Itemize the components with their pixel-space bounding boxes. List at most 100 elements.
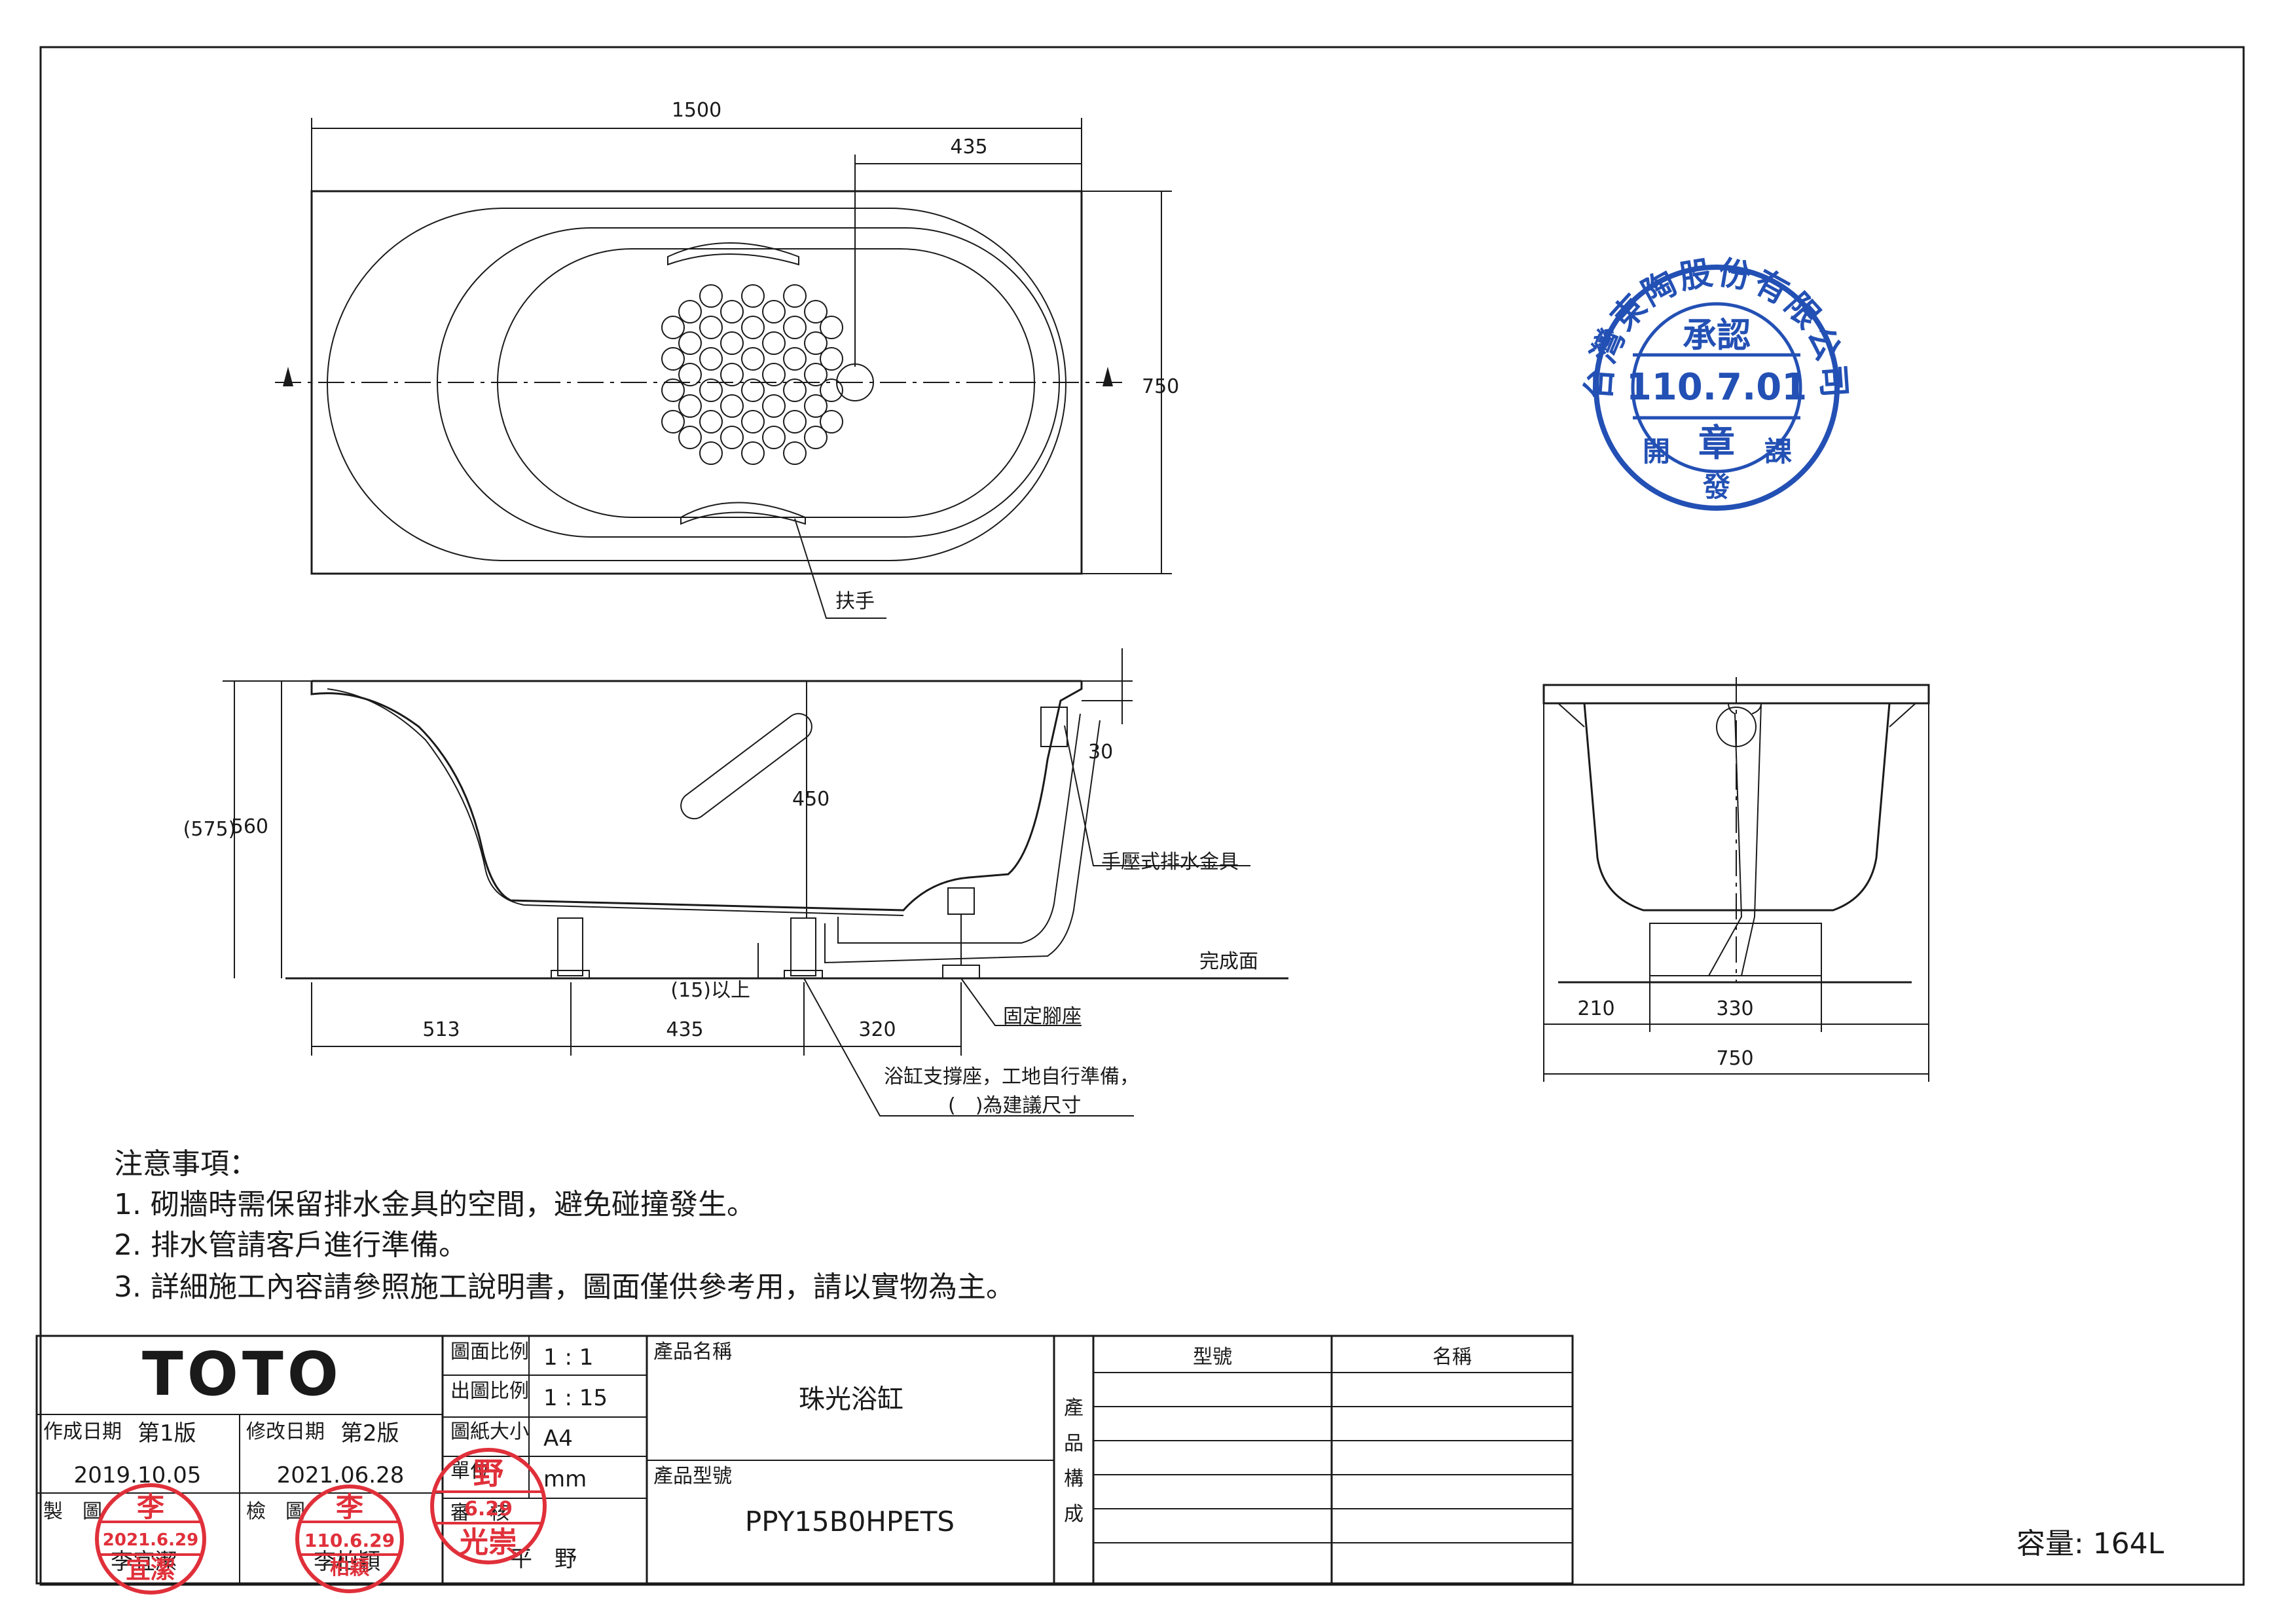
dim-side-seg-c: 320 xyxy=(858,1018,896,1041)
anti-slip-dot xyxy=(783,347,807,371)
capacity: 容量: 164L xyxy=(2016,1527,2164,1560)
anti-slip-dot xyxy=(804,331,828,355)
side-leg-left xyxy=(557,917,583,976)
notes: 注意事項： 1. 砌牆時需保留排水金具的空間，避免碰撞發生。 2. 排水管請客戶… xyxy=(114,1147,1015,1304)
unit-label: 單位 xyxy=(450,1460,490,1483)
approved-stamp-name-2: 光崇 xyxy=(460,1526,517,1559)
notes-title: 注意事項： xyxy=(114,1147,258,1181)
anti-slip-dot xyxy=(762,331,786,355)
print-scale-value: 1 : 15 xyxy=(543,1385,608,1411)
anti-slip-dot xyxy=(741,316,765,339)
dim-side-seg-a: 513 xyxy=(422,1018,460,1041)
anti-slip-dot xyxy=(741,284,765,308)
anti-slip-dot xyxy=(720,426,744,449)
note-1: 1. 砌牆時需保留排水金具的空間，避免碰撞發生。 xyxy=(114,1188,756,1221)
anti-slip-dot xyxy=(720,363,744,386)
top-basin-outer xyxy=(437,227,1060,538)
end-support xyxy=(1649,923,1822,976)
side-drain-pipe xyxy=(837,713,1081,944)
anti-slip-dot xyxy=(783,284,807,308)
drawn-by: 李宜潔 xyxy=(111,1549,177,1575)
composition-char-3: 構 xyxy=(1064,1467,1084,1490)
anti-slip-dot xyxy=(661,347,685,371)
approval-stamp: 台灣東陶股份有限公司 承認 110.7.01 章 開 發 課 xyxy=(1580,253,1851,511)
drawn-stamp-name-2: 宜潔 xyxy=(126,1555,175,1584)
anti-slip-dot xyxy=(678,394,702,418)
sheet-border xyxy=(39,46,2245,1586)
anti-slip-pattern xyxy=(661,284,843,465)
stamp-date: 110.7.01 xyxy=(1626,366,1807,409)
checked-stamp-name: 李 xyxy=(336,1491,363,1523)
anti-slip-dot xyxy=(720,331,744,355)
side-handle xyxy=(680,712,812,820)
drawn-stamp-date: 2021.6.29 xyxy=(103,1530,198,1550)
dim-top-length: 1500 xyxy=(672,99,721,122)
composition-char-1: 產 xyxy=(1064,1397,1084,1420)
composition-char-2: 品 xyxy=(1064,1432,1084,1455)
dim-top-width: 750 xyxy=(1142,375,1179,398)
stamp-seal: 章 xyxy=(1698,422,1735,465)
end-view: 210 330 750 xyxy=(1542,677,1930,1082)
dim-side-depth: 450 xyxy=(792,788,829,811)
anti-slip-dot xyxy=(699,284,723,308)
anti-slip-dot xyxy=(699,347,723,371)
label-drain: 手壓式排水金具 xyxy=(1101,851,1239,874)
anti-slip-dot xyxy=(661,410,685,434)
anti-slip-dot xyxy=(678,426,702,449)
revised-version: 第2版 xyxy=(340,1420,399,1447)
drain-leader xyxy=(1064,725,1250,866)
anti-slip-dot xyxy=(741,378,765,402)
stamp-title: 承認 xyxy=(1683,316,1751,356)
approved-by: 平 野 xyxy=(510,1546,577,1572)
note-2: 2. 排水管請客戶進行準備。 xyxy=(114,1228,467,1262)
approved-stamp-name-1: 野 xyxy=(473,1456,503,1491)
anti-slip-dot xyxy=(741,441,765,465)
support-leader xyxy=(803,978,1134,1116)
checked-stamp-sub: 柏穎 xyxy=(330,1557,370,1579)
side-view: 完成面 (575) 560 450 30 (15)以上 xyxy=(183,648,1288,1117)
anti-slip-dot xyxy=(720,300,744,323)
drawn-stamp: 李 2021.6.29 宜潔 xyxy=(95,1483,206,1595)
anti-slip-dot xyxy=(783,441,807,465)
stamp-dept-2: 發 xyxy=(1702,471,1730,503)
dim-side-seg-b: 435 xyxy=(666,1018,703,1041)
dim-top-offset: 435 xyxy=(950,136,987,158)
created-date: 2019.10.05 xyxy=(74,1462,202,1488)
anti-slip-dot xyxy=(699,441,723,465)
scale-label: 圖面比例 xyxy=(450,1340,529,1363)
top-handle-lower xyxy=(680,502,806,525)
anti-slip-dot xyxy=(741,410,765,434)
approved-stamp: 野 6.29 光崇 xyxy=(430,1448,547,1564)
created-version: 第1版 xyxy=(137,1420,196,1447)
top-handle-upper xyxy=(667,242,799,266)
label-floor: 完成面 xyxy=(1199,950,1258,973)
end-tub-body xyxy=(1583,703,1891,912)
anti-slip-dot xyxy=(762,300,786,323)
label-support-1: 浴缸支撐座，工地自行準備， xyxy=(884,1065,1139,1088)
dim-end-mid: 330 xyxy=(1716,997,1753,1020)
revised-label: 修改日期 xyxy=(246,1420,325,1443)
anti-slip-dot xyxy=(783,410,807,434)
side-leg-mid xyxy=(790,917,816,976)
anti-slip-dot xyxy=(678,300,702,323)
product-model: PPY15B0HPETS xyxy=(745,1505,955,1538)
composition-char-4: 成 xyxy=(1064,1503,1084,1526)
label-foot: 固定腳座 xyxy=(1003,1005,1082,1028)
checked-label: 檢 圖 xyxy=(246,1500,305,1523)
anti-slip-dot xyxy=(678,363,702,386)
product-model-label: 產品型號 xyxy=(653,1465,732,1488)
handle-leader xyxy=(794,518,886,619)
approved-label: 審 核 xyxy=(450,1502,509,1524)
anti-slip-dot xyxy=(804,363,828,386)
dim-side-rim: (575) xyxy=(183,818,236,841)
label-support-2: ( )為建議尺寸 xyxy=(948,1094,1081,1117)
note-3: 3. 詳細施工內容請參照施工說明書，圖面僅供參考用，請以實物為主。 xyxy=(114,1270,1015,1304)
dim-side-gap: (15)以上 xyxy=(670,979,750,1002)
anti-slip-dot xyxy=(699,316,723,339)
stamp-dept-1: 開 xyxy=(1643,435,1670,468)
drawn-label: 製 圖 xyxy=(43,1500,102,1523)
top-view: 1500 435 750 扶手 xyxy=(275,99,1179,619)
anti-slip-dot xyxy=(783,378,807,402)
anti-slip-dot xyxy=(762,426,786,449)
created-label: 作成日期 xyxy=(43,1420,122,1443)
